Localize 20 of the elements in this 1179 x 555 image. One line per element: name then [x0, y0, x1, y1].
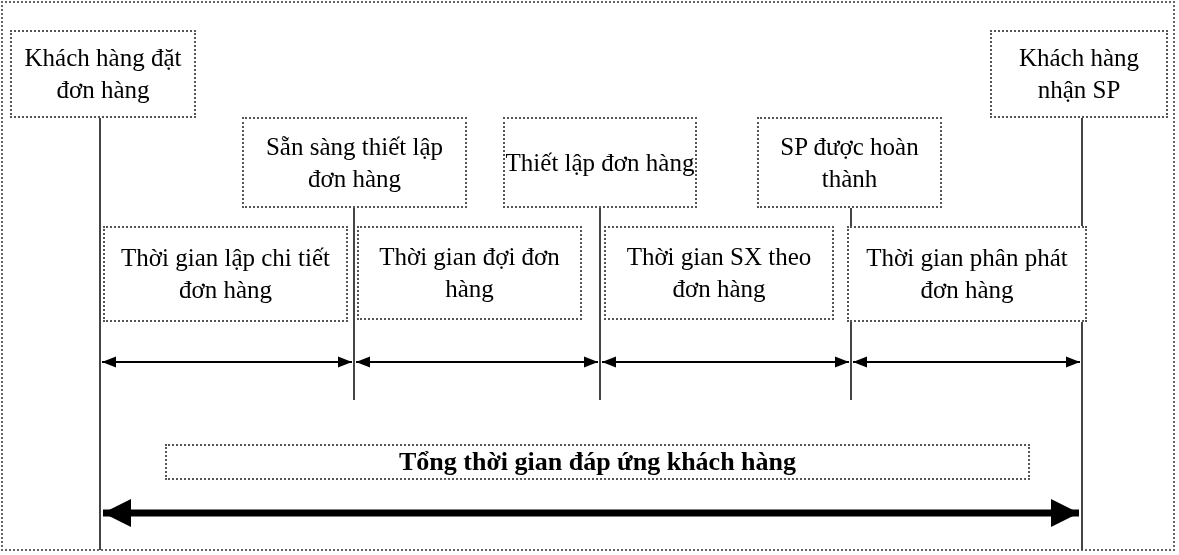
duration-label: Thời gian lập chi tiết đơn hàng [120, 243, 331, 305]
milestone-label: SP được hoàn thành [779, 131, 920, 194]
duration-label: Thời gian đợi đơn hàng [378, 242, 561, 304]
total-box [165, 444, 1030, 480]
milestone-label: Khách hàng đặt đơn hàng [23, 43, 183, 105]
duration-box [357, 226, 582, 320]
milestone-box [503, 117, 697, 208]
duration-label: Thời gian SX theo đơn hàng [625, 242, 813, 304]
duration-box [847, 226, 1087, 322]
milestone-box [990, 30, 1168, 118]
milestone-box [757, 117, 942, 208]
total-label: Tổng thời gian đáp ứng khách hàng [398, 446, 796, 478]
milestone-label: Khách hàng nhận SP [1017, 43, 1141, 105]
milestone-label: Sẵn sàng thiết lập đơn hàng [264, 131, 445, 194]
duration-box [604, 226, 834, 320]
milestone-label: Thiết lập đơn hàng [505, 147, 695, 178]
milestone-box [10, 30, 196, 118]
milestone-box [242, 117, 467, 208]
duration-label: Thời gian phân phát đơn hàng [865, 243, 1069, 305]
duration-box [103, 226, 348, 322]
